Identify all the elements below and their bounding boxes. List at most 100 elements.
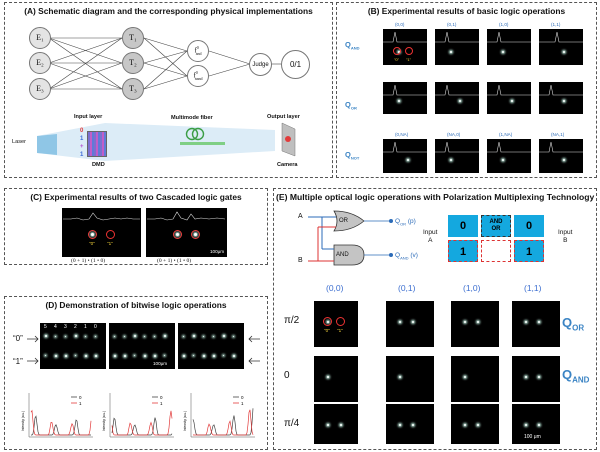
grid-cell-top-right: 0 (514, 215, 544, 237)
e-spot-a-1-2 (464, 376, 466, 378)
e-result-1-2 (451, 356, 499, 402)
profile-0-3 (539, 31, 583, 43)
profile-2-2 (487, 141, 531, 153)
input-left-l2: A (428, 236, 433, 244)
legend-label-2-1: 1 (241, 401, 244, 406)
legend-label-1-1: 1 (160, 401, 163, 406)
bit-bot-0-4 (85, 355, 87, 357)
e-result-1-3 (512, 356, 560, 402)
e-spot-a-1-0 (327, 376, 329, 378)
bit-bot-1-5 (164, 355, 165, 356)
fiber-label: Multimode fiber (171, 115, 213, 121)
profile-line-1-0 (383, 84, 427, 96)
profile-1-3 (539, 84, 583, 96)
input-node-e3: E₃ (29, 78, 51, 100)
panel-d: (D) Demonstration of bitwise logic opera… (4, 296, 268, 450)
cascade-image-1 (62, 208, 141, 257)
row-label-sub-1: OR (350, 105, 357, 111)
bit-bot-2-1 (193, 355, 194, 356)
grid-cell-bot-mid (481, 240, 511, 262)
spot-2-2 (502, 159, 504, 161)
q-or-output-pol: (p) (407, 218, 416, 225)
panel-b-title: (B) Experimental results of basic logic … (367, 6, 566, 16)
panel-c: (C) Experimental results of two Cascaded… (4, 188, 268, 265)
plot-axes-1 (109, 393, 174, 438)
profile-1-2 (487, 84, 531, 96)
legend-label-2-0: 0 (241, 395, 244, 400)
bit-bot-1-1 (124, 355, 126, 357)
bit-top-1-0 (114, 336, 115, 337)
bit-top-1-2 (134, 335, 136, 337)
e-mark-0: "0" (324, 328, 330, 333)
column-header-0-0: (0,0) (395, 22, 405, 27)
plot-line-zero-1 (111, 417, 173, 436)
spot-0-3 (563, 51, 565, 53)
cascade-mark-0: "0" (89, 241, 95, 246)
e-column-header-2: (1,0) (463, 283, 481, 293)
profile-line-2-2 (487, 141, 531, 153)
result-image-2-3 (539, 139, 583, 173)
profile-line-1-2 (487, 84, 531, 96)
nand-node-sup: 0 (195, 70, 198, 75)
plot-line-one-1 (111, 410, 173, 436)
panel-d-title: (D) Demonstration of bitwise logic opera… (45, 300, 227, 310)
cascade-ring-1 (106, 230, 115, 239)
profile-1-1 (435, 84, 479, 96)
bit-top-2-0 (183, 336, 184, 337)
e-q-or: QOR (562, 315, 585, 333)
e-row-label-1: 0 (284, 370, 290, 381)
profile-0-0 (383, 31, 427, 43)
bit-index-2: 3 (64, 324, 67, 330)
nand-node: f0nand (187, 65, 209, 87)
hidden-node-t1: T₁ (122, 27, 144, 49)
column-header-2-2: (1,NA) (499, 132, 513, 137)
panel-b: (B) Experimental results of basic logic … (336, 2, 597, 178)
row-arrows-left (27, 335, 39, 365)
b-mark-0: "0" (394, 57, 400, 62)
e-result-2-2 (451, 404, 499, 444)
bit-top-0-1 (55, 336, 56, 337)
bit-top-1-5 (164, 335, 166, 337)
grid-cell-bot-right: 1 (514, 240, 544, 262)
bit-index-5: 0 (94, 324, 97, 330)
network-connections (48, 37, 281, 90)
bit-bot-1-3 (144, 355, 146, 357)
bit-bot-2-2 (203, 355, 205, 357)
cascade-ring-2 (173, 230, 182, 239)
profile-2-3 (539, 141, 583, 153)
profile-2-1 (435, 141, 479, 153)
grid-cell-top-mid-l2: OR (491, 226, 501, 233)
bit-bot-1-0 (114, 355, 116, 357)
e-spot-a-1-3 (525, 376, 527, 378)
gate-and-label: AND (336, 252, 349, 258)
row-label-0: QAND (345, 40, 360, 51)
bit-top-0-3 (75, 335, 77, 337)
spot-0-2 (502, 51, 504, 53)
profile-line-2-3 (539, 141, 583, 153)
cascade-spot-2 (176, 233, 179, 236)
e-mark-1: "1" (337, 328, 343, 333)
plot-line-one-2 (192, 409, 254, 436)
bit-top-2-4 (223, 335, 225, 337)
cascade-spot-0 (91, 233, 94, 236)
dmd-digit-0: 0 (80, 128, 84, 134)
bit-bot-1-4 (154, 355, 156, 357)
column-header-0-3: (1,1) (551, 22, 561, 27)
e-row-label-2: π/4 (284, 418, 300, 429)
result-image-0-0 (383, 29, 427, 65)
spot-2-3 (563, 159, 565, 161)
profile-line-1-1 (435, 84, 479, 96)
bit-top-0-4 (85, 336, 86, 337)
and-node-sub: and (195, 50, 202, 56)
input-right-l1: Input (558, 229, 573, 236)
cascade-caption-2: (0 + 1) • (1 • 0) (157, 258, 192, 264)
e-result-1-0 (314, 356, 358, 402)
bit-bot-0-3 (75, 355, 76, 356)
profile-0-2 (487, 31, 531, 43)
e-spot-b-2-2 (477, 424, 479, 426)
row-label-0: “0” (13, 334, 23, 343)
dmd-label: DMD (92, 162, 105, 168)
e-result-2-1 (386, 404, 434, 444)
